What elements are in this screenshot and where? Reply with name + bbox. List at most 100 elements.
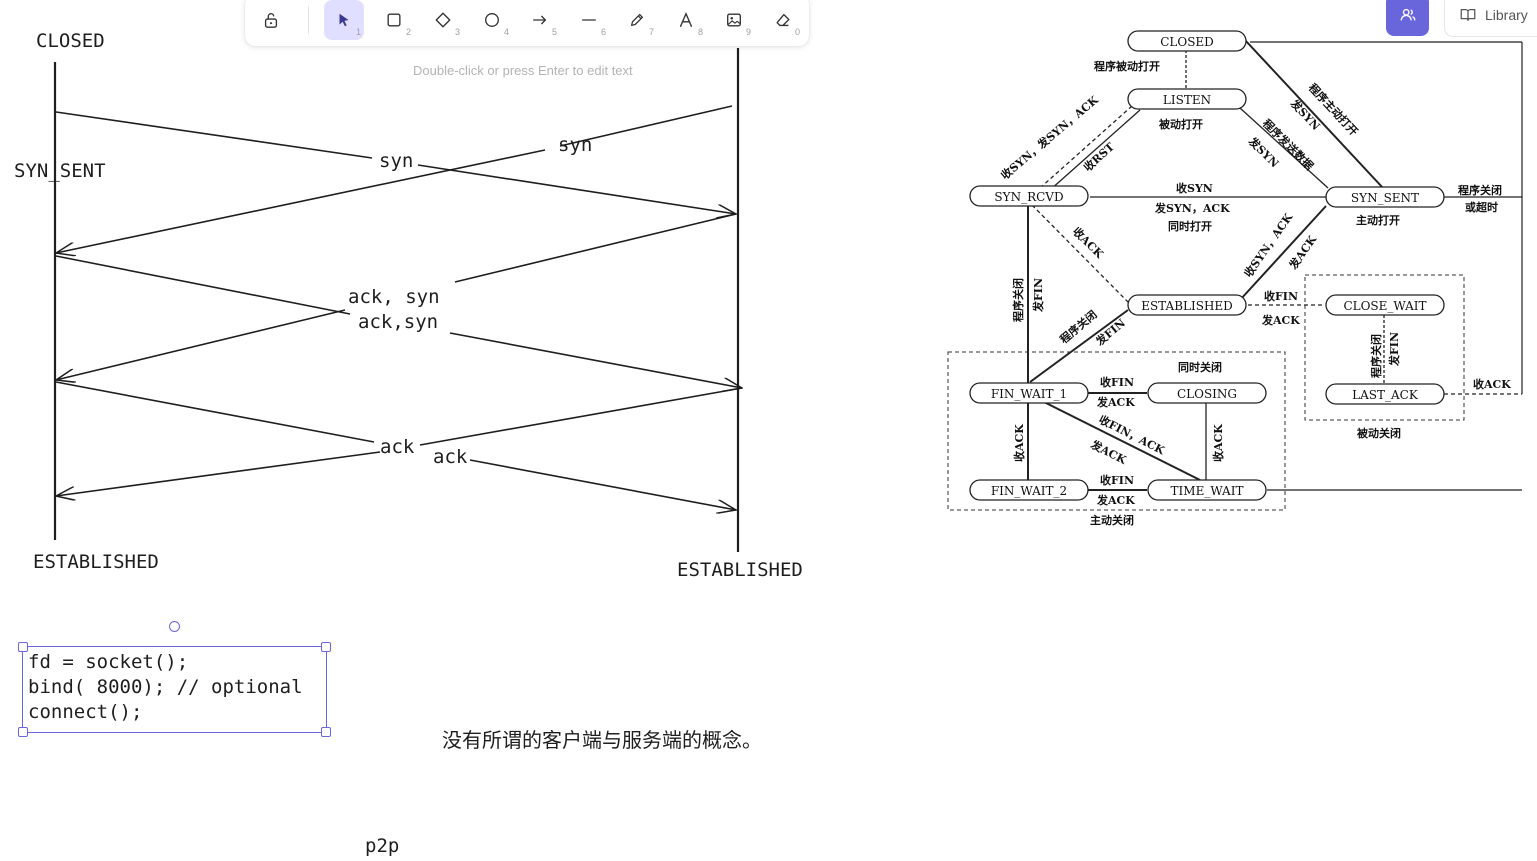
rectangle-tool[interactable]: 2 xyxy=(374,0,414,40)
arrow-acksyn-left-to-right[interactable] xyxy=(55,255,742,388)
shape-toolbar: 1 2 3 4 5 6 7 8 9 0 xyxy=(245,0,809,46)
shortcut-number: 2 xyxy=(405,27,411,37)
eraser-tool[interactable]: 0 xyxy=(763,0,803,40)
label-active-open: 主动打开 xyxy=(1356,213,1400,227)
state-syn-sent: SYN_SENT xyxy=(1351,191,1419,205)
ellipse-icon xyxy=(485,13,499,27)
state-closed: CLOSED xyxy=(1160,35,1214,49)
label-syn-1[interactable]: syn xyxy=(379,150,414,172)
text-tool[interactable]: 8 xyxy=(666,0,706,40)
arrow-syn-left-to-right[interactable] xyxy=(55,111,736,214)
library-label: Library xyxy=(1485,7,1528,23)
label-simultaneous-close: 同时关闭 xyxy=(1178,360,1222,374)
label-fw1-send-ack: 发ACK xyxy=(1096,395,1135,409)
code-line: bind( 8000); // optional xyxy=(28,676,303,698)
label-ack-syn-1[interactable]: ack, syn xyxy=(348,286,440,308)
lock-tool[interactable] xyxy=(251,0,291,40)
state-closing: CLOSING xyxy=(1177,387,1237,401)
selection-box xyxy=(22,646,327,733)
code-text-element[interactable]: fd = socket(); bind( 8000); // optional … xyxy=(28,650,303,725)
state-fin-wait-1: FIN_WAIT_1 xyxy=(991,387,1067,401)
label-left-closed[interactable]: CLOSED xyxy=(36,30,105,52)
tcp-state-diagram[interactable]: CLOSED LISTEN SYN_RCVD SYN_SENT ESTABLIS… xyxy=(947,30,1523,527)
label-send-ack-2: 发ACK xyxy=(1261,313,1300,327)
selection-tool[interactable]: 1 xyxy=(324,0,364,40)
label-left-established[interactable]: ESTABLISHED xyxy=(33,551,159,573)
toolbar-divider xyxy=(308,6,309,34)
arrow-ack-right-to-left[interactable] xyxy=(56,387,743,496)
shortcut-number: 4 xyxy=(503,27,509,37)
label-cw-send-fin: 发FIN xyxy=(1387,332,1401,367)
image-tool[interactable]: 9 xyxy=(714,0,754,40)
collaborate-button[interactable] xyxy=(1386,0,1429,36)
label-passive-open-prog: 程序被动打开 xyxy=(1094,59,1160,73)
label-simultaneous-open: 同时打开 xyxy=(1168,219,1212,233)
draw-tool[interactable]: 7 xyxy=(617,0,657,40)
label-fw2-recv-fin: 收FIN xyxy=(1100,473,1134,487)
shortcut-number: 0 xyxy=(794,27,800,37)
label-recv-ack: 收ACK xyxy=(1070,224,1107,261)
label-recv-syn: 收SYN xyxy=(1176,181,1213,195)
label-prog-close-diag: 程序关闭 xyxy=(1057,307,1100,346)
pencil-icon xyxy=(630,13,644,27)
ellipse-tool[interactable]: 4 xyxy=(472,0,512,40)
shortcut-number: 8 xyxy=(697,27,703,37)
line-icon xyxy=(582,19,596,21)
label-recv-fin: 收FIN xyxy=(1264,289,1298,303)
label-ack-syn-2[interactable]: ack,syn xyxy=(358,311,439,333)
label-active-close: 主动关闭 xyxy=(1090,513,1134,527)
resize-handle-nw[interactable] xyxy=(18,642,28,652)
label-fw2-send-ack: 发ACK xyxy=(1096,493,1135,507)
book-icon xyxy=(1460,8,1476,22)
resize-handle-sw[interactable] xyxy=(18,727,28,737)
arrow-icon xyxy=(533,15,547,25)
label-prog-close-v: 程序关闭 xyxy=(1011,278,1025,322)
shortcut-number: 7 xyxy=(648,27,654,37)
state-established: ESTABLISHED xyxy=(1141,299,1233,313)
resize-handle-ne[interactable] xyxy=(321,642,331,652)
passive-close-box xyxy=(1304,274,1465,421)
label-syn-2[interactable]: syn xyxy=(558,134,593,156)
state-close-wait: CLOSE_WAIT xyxy=(1343,299,1426,313)
shortcut-number: 1 xyxy=(355,27,361,37)
image-icon xyxy=(727,13,741,27)
note-text[interactable]: 没有所谓的客户端与服务端的概念。 xyxy=(442,728,762,752)
shortcut-number: 3 xyxy=(454,27,460,37)
p2p-text[interactable]: p2p xyxy=(365,835,400,857)
arrow-syn-right-to-left[interactable] xyxy=(56,105,733,253)
label-closing-recv-ack: 收ACK xyxy=(1211,424,1225,462)
state-fin-wait-2: FIN_WAIT_2 xyxy=(991,484,1067,498)
label-cw-prog-close: 程序关闭 xyxy=(1369,334,1383,378)
edit-text-hint: Double-click or press Enter to edit text xyxy=(413,63,633,78)
shortcut-number: 6 xyxy=(600,27,606,37)
state-syn-rcvd: SYN_RCVD xyxy=(994,190,1063,204)
label-prog-close-timeout-1: 程序关闭 xyxy=(1458,183,1502,197)
unlock-icon xyxy=(264,13,278,28)
label-recv-rst: 收RST xyxy=(1081,139,1118,174)
users-icon xyxy=(1400,8,1415,21)
resize-handle-se[interactable] xyxy=(321,727,331,737)
rotation-handle[interactable] xyxy=(169,621,180,632)
state-last-ack: LAST_ACK xyxy=(1352,388,1419,402)
label-prog-close-timeout-2: 或超时 xyxy=(1465,200,1498,214)
library-button[interactable]: Library xyxy=(1445,0,1537,36)
code-line: connect(); xyxy=(28,701,143,723)
arrow-ack-left-to-right[interactable] xyxy=(55,381,736,510)
label-ack-1[interactable]: ack xyxy=(380,436,415,458)
arrow-tool[interactable]: 5 xyxy=(520,0,560,40)
label-passive-open: 被动打开 xyxy=(1159,117,1203,131)
label-right-established[interactable]: ESTABLISHED xyxy=(677,559,803,581)
label-ack-2[interactable]: ack xyxy=(433,446,468,468)
pointer-icon xyxy=(339,13,349,27)
label-left-syn-sent[interactable]: SYN_SENT xyxy=(14,160,106,182)
state-listen: LISTEN xyxy=(1163,93,1211,107)
label-fw1-recv-fin: 收FIN xyxy=(1100,375,1134,389)
label-send-fin-v: 发FIN xyxy=(1031,278,1045,313)
line-tool[interactable]: 6 xyxy=(569,0,609,40)
text-icon xyxy=(679,11,693,27)
arrow-acksyn-right-to-left[interactable] xyxy=(56,213,737,380)
diamond-tool[interactable]: 3 xyxy=(423,0,463,40)
active-close-box xyxy=(947,351,1286,511)
shortcut-number: 9 xyxy=(745,27,751,37)
